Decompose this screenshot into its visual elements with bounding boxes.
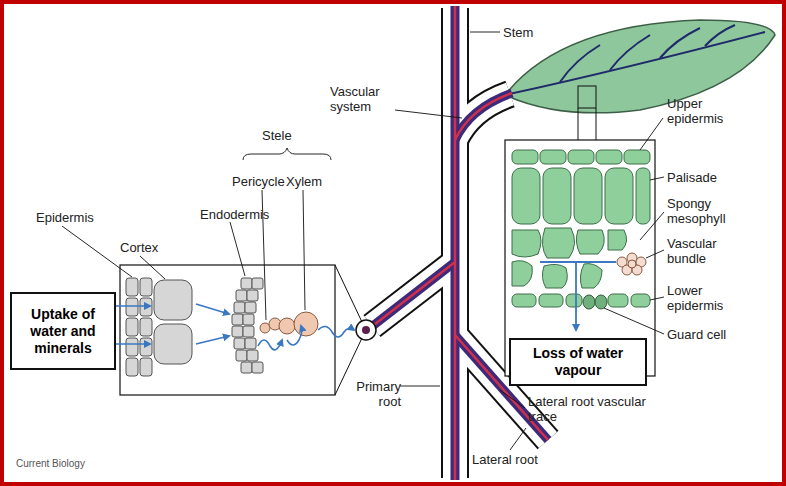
credit-watermark: Current Biology [16,458,85,470]
part-label: Vascular bundle [667,236,747,266]
part-label: Stem [503,25,533,40]
part-label: Lateral root vascular trace [528,394,646,424]
part-label: Lower epidermis [667,283,747,313]
part-label: Pericycle [232,174,285,189]
part-label: Xylem [286,174,322,189]
part-label: Stele [262,128,292,143]
part-label: Palisade [667,170,717,185]
part-label: Vascular system [330,84,402,114]
process-box: Loss of water vapour [509,338,647,386]
part-label: Guard cell [667,327,726,342]
part-label: Primary root [345,379,401,409]
part-label: Cortex [120,240,158,255]
part-label: Spongy mesophyll [667,196,757,226]
part-label: Upper epidermis [667,96,747,126]
part-label: Epidermis [36,210,94,225]
box-text: Uptake of water and minerals [18,306,108,357]
part-label: Lateral root [472,452,538,467]
box-text: Loss of water vapour [517,345,639,379]
process-box: Uptake of water and minerals [10,292,116,370]
part-label: Endodermis [200,207,269,222]
